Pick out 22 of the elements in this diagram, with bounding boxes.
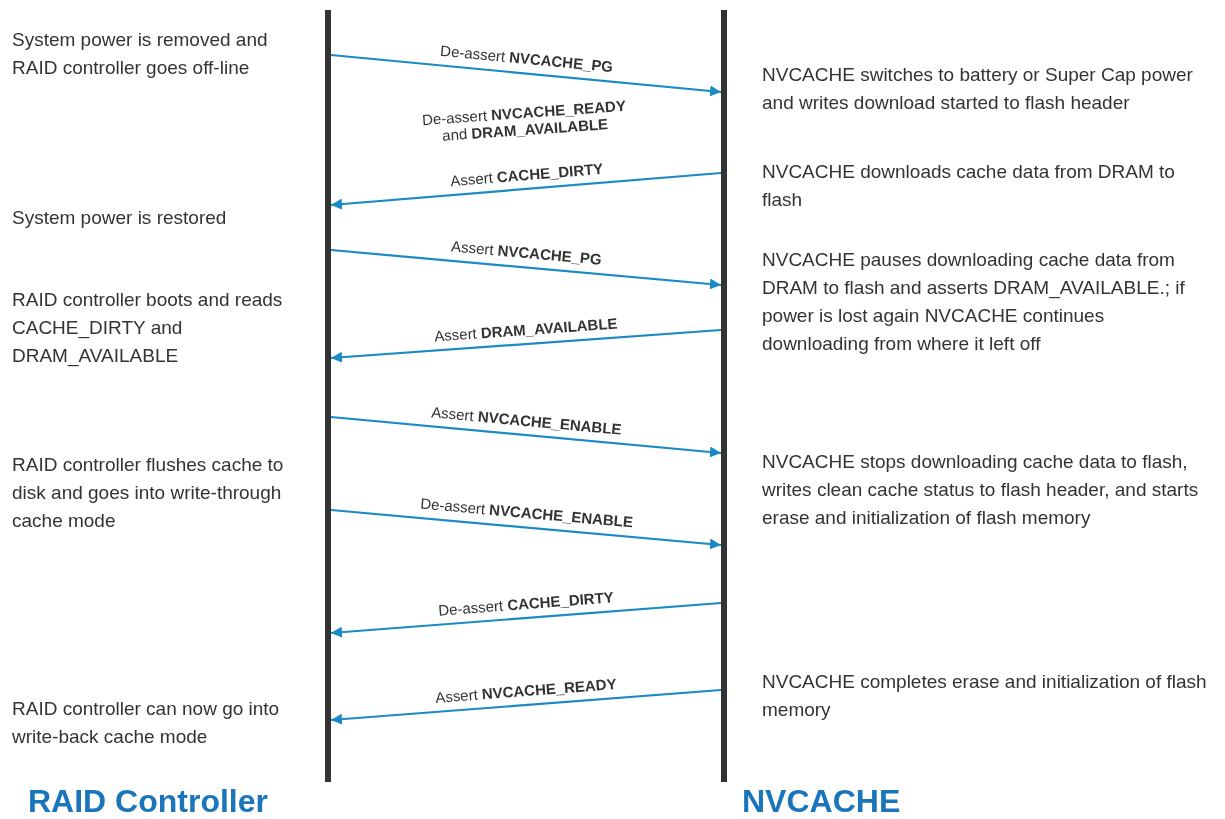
lifeline-title: RAID Controller <box>28 783 268 819</box>
arrow <box>330 601 722 638</box>
arrow <box>330 508 722 550</box>
note-text: System power is restored <box>12 206 228 230</box>
note-text: RAID controller can now go into write-back cache mode <box>12 697 281 749</box>
note-text: NVCACHE pauses downloading cache data from DRAM to flash and asserts DRAM_AVAILABLE.; if power is lost again NVCACHE continues downloading from where it left off <box>762 248 1186 356</box>
note-text: System power is removed and RAID controller goes off-line <box>12 28 269 80</box>
note-text: NVCACHE stops downloading cache data to flash, writes clean cache status to flash header, and starts erase and initialization of flash memory <box>762 450 1200 530</box>
note-text: RAID controller boots and reads CACHE_DIRTY and DRAM_AVAILABLE <box>12 288 284 369</box>
lifeline-title: NVCACHE <box>742 783 901 819</box>
arrow <box>330 53 722 97</box>
arrow <box>330 328 722 363</box>
lifeline-bar <box>325 10 331 782</box>
note-text: NVCACHE switches to battery or Super Cap power and writes download started to flash header <box>762 63 1194 115</box>
arrow <box>330 171 722 210</box>
arrow <box>330 248 722 290</box>
lifeline-bar <box>721 10 727 782</box>
note-text: NVCACHE downloads cache data from DRAM to flash <box>762 160 1176 212</box>
arrow <box>330 688 722 725</box>
note-text: RAID controller flushes cache to disk and goes into write-through cache mode <box>12 453 285 533</box>
note-text: NVCACHE completes erase and initialization of flash memory <box>762 670 1208 722</box>
arrow <box>330 415 722 458</box>
